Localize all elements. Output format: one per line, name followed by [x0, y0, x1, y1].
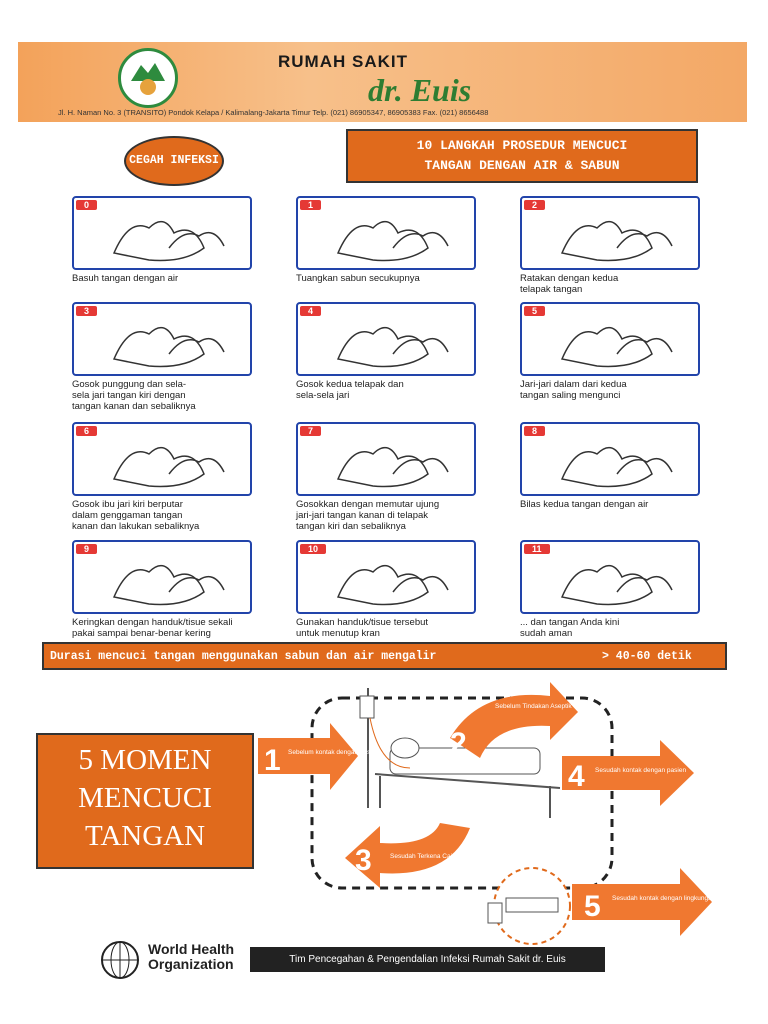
hands-icon — [560, 564, 673, 606]
step-number: 4 — [300, 306, 322, 316]
step-caption: Jari-jari dalam dari kedua tangan saling… — [520, 379, 627, 401]
moment-2-text: Sebelum Tindakan Aseptik — [495, 703, 572, 710]
hospital-logo — [118, 48, 178, 108]
hands-icon — [112, 220, 225, 262]
moment-1-text: Sebelum kontak dengan pasien — [288, 749, 379, 756]
header-title: RUMAH SAKIT — [278, 52, 408, 71]
step-illustration: 0 — [72, 196, 252, 270]
patient-surroundings-illustration — [487, 867, 571, 945]
hospital-header: RUMAH SAKIT dr. Euis Jl. H. Naman No. 3 … — [18, 42, 747, 122]
step-number: 8 — [524, 426, 546, 436]
moment-4-arrow: 4 Sesudah kontak dengan pasien — [562, 740, 694, 806]
step-illustration: 11 — [520, 540, 700, 614]
hands-icon — [112, 446, 225, 488]
step-caption: Bilas kedua tangan dengan air — [520, 499, 649, 510]
moment-4-num: 4 — [568, 760, 585, 793]
step-caption: Gosokkan dengan memutar ujung jari-jari … — [296, 499, 440, 532]
step-illustration: 9 — [72, 540, 252, 614]
step-caption: Gosok kedua telapak dan sela-sela jari — [296, 379, 404, 401]
step-illustration: 8 — [520, 422, 700, 496]
hands-icon — [560, 220, 673, 262]
hands-icon — [560, 326, 673, 368]
step-illustration: 5 — [520, 302, 700, 376]
step-number: 3 — [76, 306, 98, 316]
step-number: 6 — [76, 426, 98, 436]
step-number: 0 — [76, 200, 98, 210]
moment-5-num: 5 — [584, 890, 601, 923]
step-number: 7 — [300, 426, 322, 436]
moment-3-arrow: 3 Sesudah Terkena Cairan Tubuh Pasien — [345, 823, 503, 888]
step-number: 5 — [524, 306, 546, 316]
step-illustration: 2 — [520, 196, 700, 270]
step-illustration: 7 — [296, 422, 476, 496]
moment-2-num: 2 — [450, 727, 467, 760]
moment-2-arrow: 2 Sebelum Tindakan Aseptik — [450, 682, 578, 760]
step-illustration: 6 — [72, 422, 252, 496]
hands-icon — [336, 326, 449, 368]
step-number: 2 — [524, 200, 546, 210]
step-caption: Tuangkan sabun secukupnya — [296, 273, 420, 284]
step-caption: Basuh tangan dengan air — [72, 273, 179, 284]
hospital-name: dr. Euis — [368, 72, 472, 108]
who-name: World Health Organization — [148, 941, 235, 972]
duration-value: > 40-60 detik — [602, 650, 692, 663]
main-title: 10 LANGKAH PROSEDUR MENCUCI TANGAN DENGA… — [346, 129, 698, 183]
step-number: 1 — [300, 200, 322, 210]
patient-bed-illustration — [359, 688, 561, 818]
step-caption: Gosok punggung dan sela- sela jari tanga… — [72, 379, 196, 412]
who-emblem-icon — [101, 941, 139, 979]
moment-5-arrow: 5 Sesudah kontak dengan lingkungan pasie… — [572, 868, 737, 936]
step-11: 11 ... dan tangan Anda kini sudah aman — [520, 540, 710, 639]
moment-3-num: 3 — [355, 844, 372, 877]
step-caption: Ratakan dengan kedua telapak tangan — [520, 273, 619, 295]
moment-1-num: 1 — [264, 744, 281, 777]
duration-label: Durasi mencuci tangan menggunakan sabun … — [50, 650, 437, 663]
step-illustration: 10 — [296, 540, 476, 614]
moment-3-text: Sesudah Terkena Cairan Tubuh Pasien — [390, 853, 503, 860]
moment-4-text: Sesudah kontak dengan pasien — [595, 767, 686, 774]
hands-icon — [112, 564, 225, 606]
hands-icon — [336, 564, 449, 606]
step-number: 11 — [524, 544, 550, 554]
hands-icon — [112, 326, 225, 368]
step-caption: Keringkan dengan handuk/tisue sekali pak… — [72, 617, 233, 639]
prevent-infection-badge: CEGAH INFEKSI — [124, 136, 224, 186]
moment-1-arrow: 1 Sebelum kontak dengan pasien — [258, 723, 379, 790]
hands-icon — [336, 220, 449, 262]
hands-icon — [560, 446, 673, 488]
step-illustration: 3 — [72, 302, 252, 376]
step-caption: Gosok ibu jari kiri berputar dalam gengg… — [72, 499, 200, 532]
duration-bar: Durasi mencuci tangan menggunakan sabun … — [42, 642, 727, 670]
step-number: 9 — [76, 544, 98, 554]
step-number: 10 — [300, 544, 327, 554]
moment-5-text: Sesudah kontak dengan lingkungan pasien — [612, 895, 737, 902]
footer-credit: Tim Pencegahan & Pengendalian Infeksi Ru… — [250, 947, 605, 972]
step-illustration: 1 — [296, 196, 476, 270]
hospital-address: Jl. H. Naman No. 3 (TRANSITO) Pondok Kel… — [58, 108, 489, 117]
hands-icon — [336, 446, 449, 488]
step-caption: Gunakan handuk/tisue tersebut untuk menu… — [296, 617, 429, 639]
who-logo: World Health Organization — [98, 938, 243, 982]
step-caption: ... dan tangan Anda kini sudah aman — [520, 617, 620, 639]
five-moments-title: 5 MOMEN MENCUCI TANGAN — [36, 733, 254, 869]
step-illustration: 4 — [296, 302, 476, 376]
five-moments-diagram: 1 Sebelum kontak dengan pasien 2 Sebelum… — [258, 682, 737, 945]
